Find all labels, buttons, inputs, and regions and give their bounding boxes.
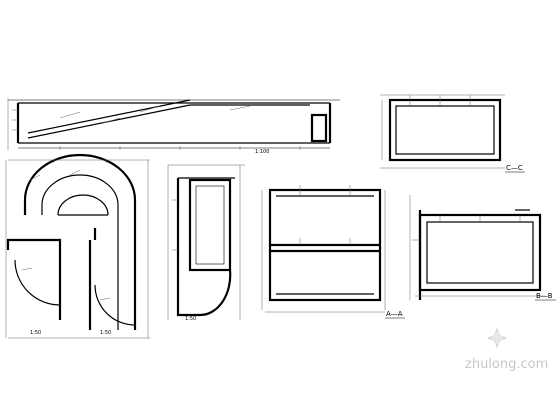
- narrow-plan: 1:50: [167, 164, 245, 322]
- elevation-scale-note: 1:100: [255, 149, 269, 155]
- plan-mid-scale-note: 1:50: [100, 330, 111, 336]
- section-cc-inner: [395, 105, 495, 155]
- watermark: zhulong.com: [465, 328, 548, 372]
- section-aa: A—A: [261, 185, 405, 319]
- plan-left-scale-note: 1:50: [30, 330, 41, 336]
- ramp-slope-line-upper: [27, 99, 191, 134]
- ramp-lower-left-wall: [6, 238, 62, 320]
- narrow-plan-inner-rect: [195, 185, 225, 265]
- section-cc-outer: [388, 98, 502, 162]
- section-bb-label: B—B: [536, 292, 553, 300]
- section-bb-inner: [426, 221, 534, 284]
- section-cc: C—C: [380, 94, 525, 173]
- ramp-elevation: 1:100: [7, 98, 340, 155]
- section-cc-label: C—C: [506, 164, 523, 172]
- watermark-text: zhulong.com: [465, 357, 548, 372]
- ramp-inner-edge: [41, 174, 119, 330]
- ramp-lower-right-curve: [94, 284, 136, 326]
- plan-narrow-scale-note: 1:50: [185, 316, 196, 322]
- ramp-core-curve: [57, 194, 109, 216]
- section-bb-outer: [418, 213, 542, 292]
- narrow-plan-inner-box: [188, 178, 232, 272]
- ramp-outer-wall: [23, 153, 137, 330]
- narrow-plan-outer-wall: [176, 178, 232, 317]
- section-aa-label: A—A: [386, 310, 403, 318]
- ramp-lower-left-curve: [14, 259, 61, 306]
- elevation-pit: [310, 113, 328, 143]
- section-bb: B—B: [409, 195, 556, 301]
- watermark-logo-icon: [487, 328, 507, 348]
- ramp-plan-left: 1:50 1:50: [5, 153, 150, 339]
